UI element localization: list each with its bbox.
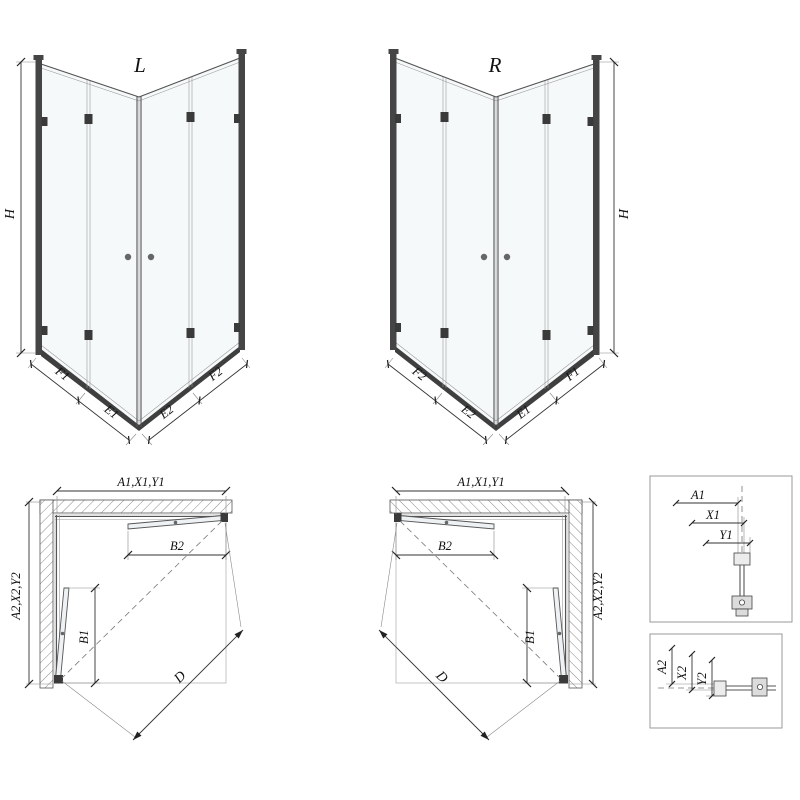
plan-right-b2-label: B2 bbox=[438, 539, 452, 553]
plan-left-a2-label: A2,X2,Y2 bbox=[9, 572, 23, 620]
plan-view-left: A1,X1,Y1 A2,X2,Y2 B2 B1 D bbox=[9, 475, 244, 741]
detail-box-top: A1 X1 Y1 bbox=[649, 475, 793, 623]
detail-top-a1-label: A1 bbox=[690, 488, 705, 502]
plan-right-d-label: D bbox=[432, 668, 450, 686]
iso-right-version-label: R bbox=[488, 53, 502, 77]
plan-left-geometry bbox=[24, 486, 244, 741]
iso-left-h-label: H bbox=[3, 208, 18, 220]
plan-right-b1-label: B1 bbox=[523, 630, 537, 644]
plan-right-geometry bbox=[378, 486, 598, 741]
plan-left-d-label: D bbox=[171, 669, 189, 687]
plan-left-b2-label: B2 bbox=[170, 539, 184, 553]
iso-left-geometry bbox=[15, 48, 251, 446]
plan-right-a1-label: A1,X1,Y1 bbox=[456, 475, 504, 489]
detail-top-border bbox=[649, 475, 793, 623]
iso-right-h-label: H bbox=[617, 208, 632, 220]
plan-left-b1-label: B1 bbox=[77, 630, 91, 644]
plan-left-a1-label: A1,X1,Y1 bbox=[116, 475, 164, 489]
detail-top-x1-label: X1 bbox=[705, 508, 720, 522]
plan-right-a2-label: A2,X2,Y2 bbox=[591, 572, 605, 620]
plan-view-right: A1,X1,Y1 A2,X2,Y2 B2 B1 D bbox=[378, 475, 605, 741]
iso-left-version-label: L bbox=[133, 53, 146, 77]
detail-top-y1-label: Y1 bbox=[719, 528, 732, 542]
profile-section-horizontal bbox=[713, 677, 776, 697]
profile-section-vertical bbox=[731, 552, 753, 617]
detail-bottom-y2-label: Y2 bbox=[695, 672, 709, 685]
iso-view-left: L H F1 E1 E2 F2 bbox=[3, 48, 251, 446]
detail-bottom-a2-label: A2 bbox=[655, 660, 669, 675]
iso-view-right: R H F2 E2 E1 F1 bbox=[384, 48, 632, 446]
detail-box-bottom: A2 X2 Y2 bbox=[649, 633, 783, 729]
detail-bottom-x2-label: X2 bbox=[675, 666, 689, 681]
iso-right-geometry bbox=[384, 48, 620, 446]
